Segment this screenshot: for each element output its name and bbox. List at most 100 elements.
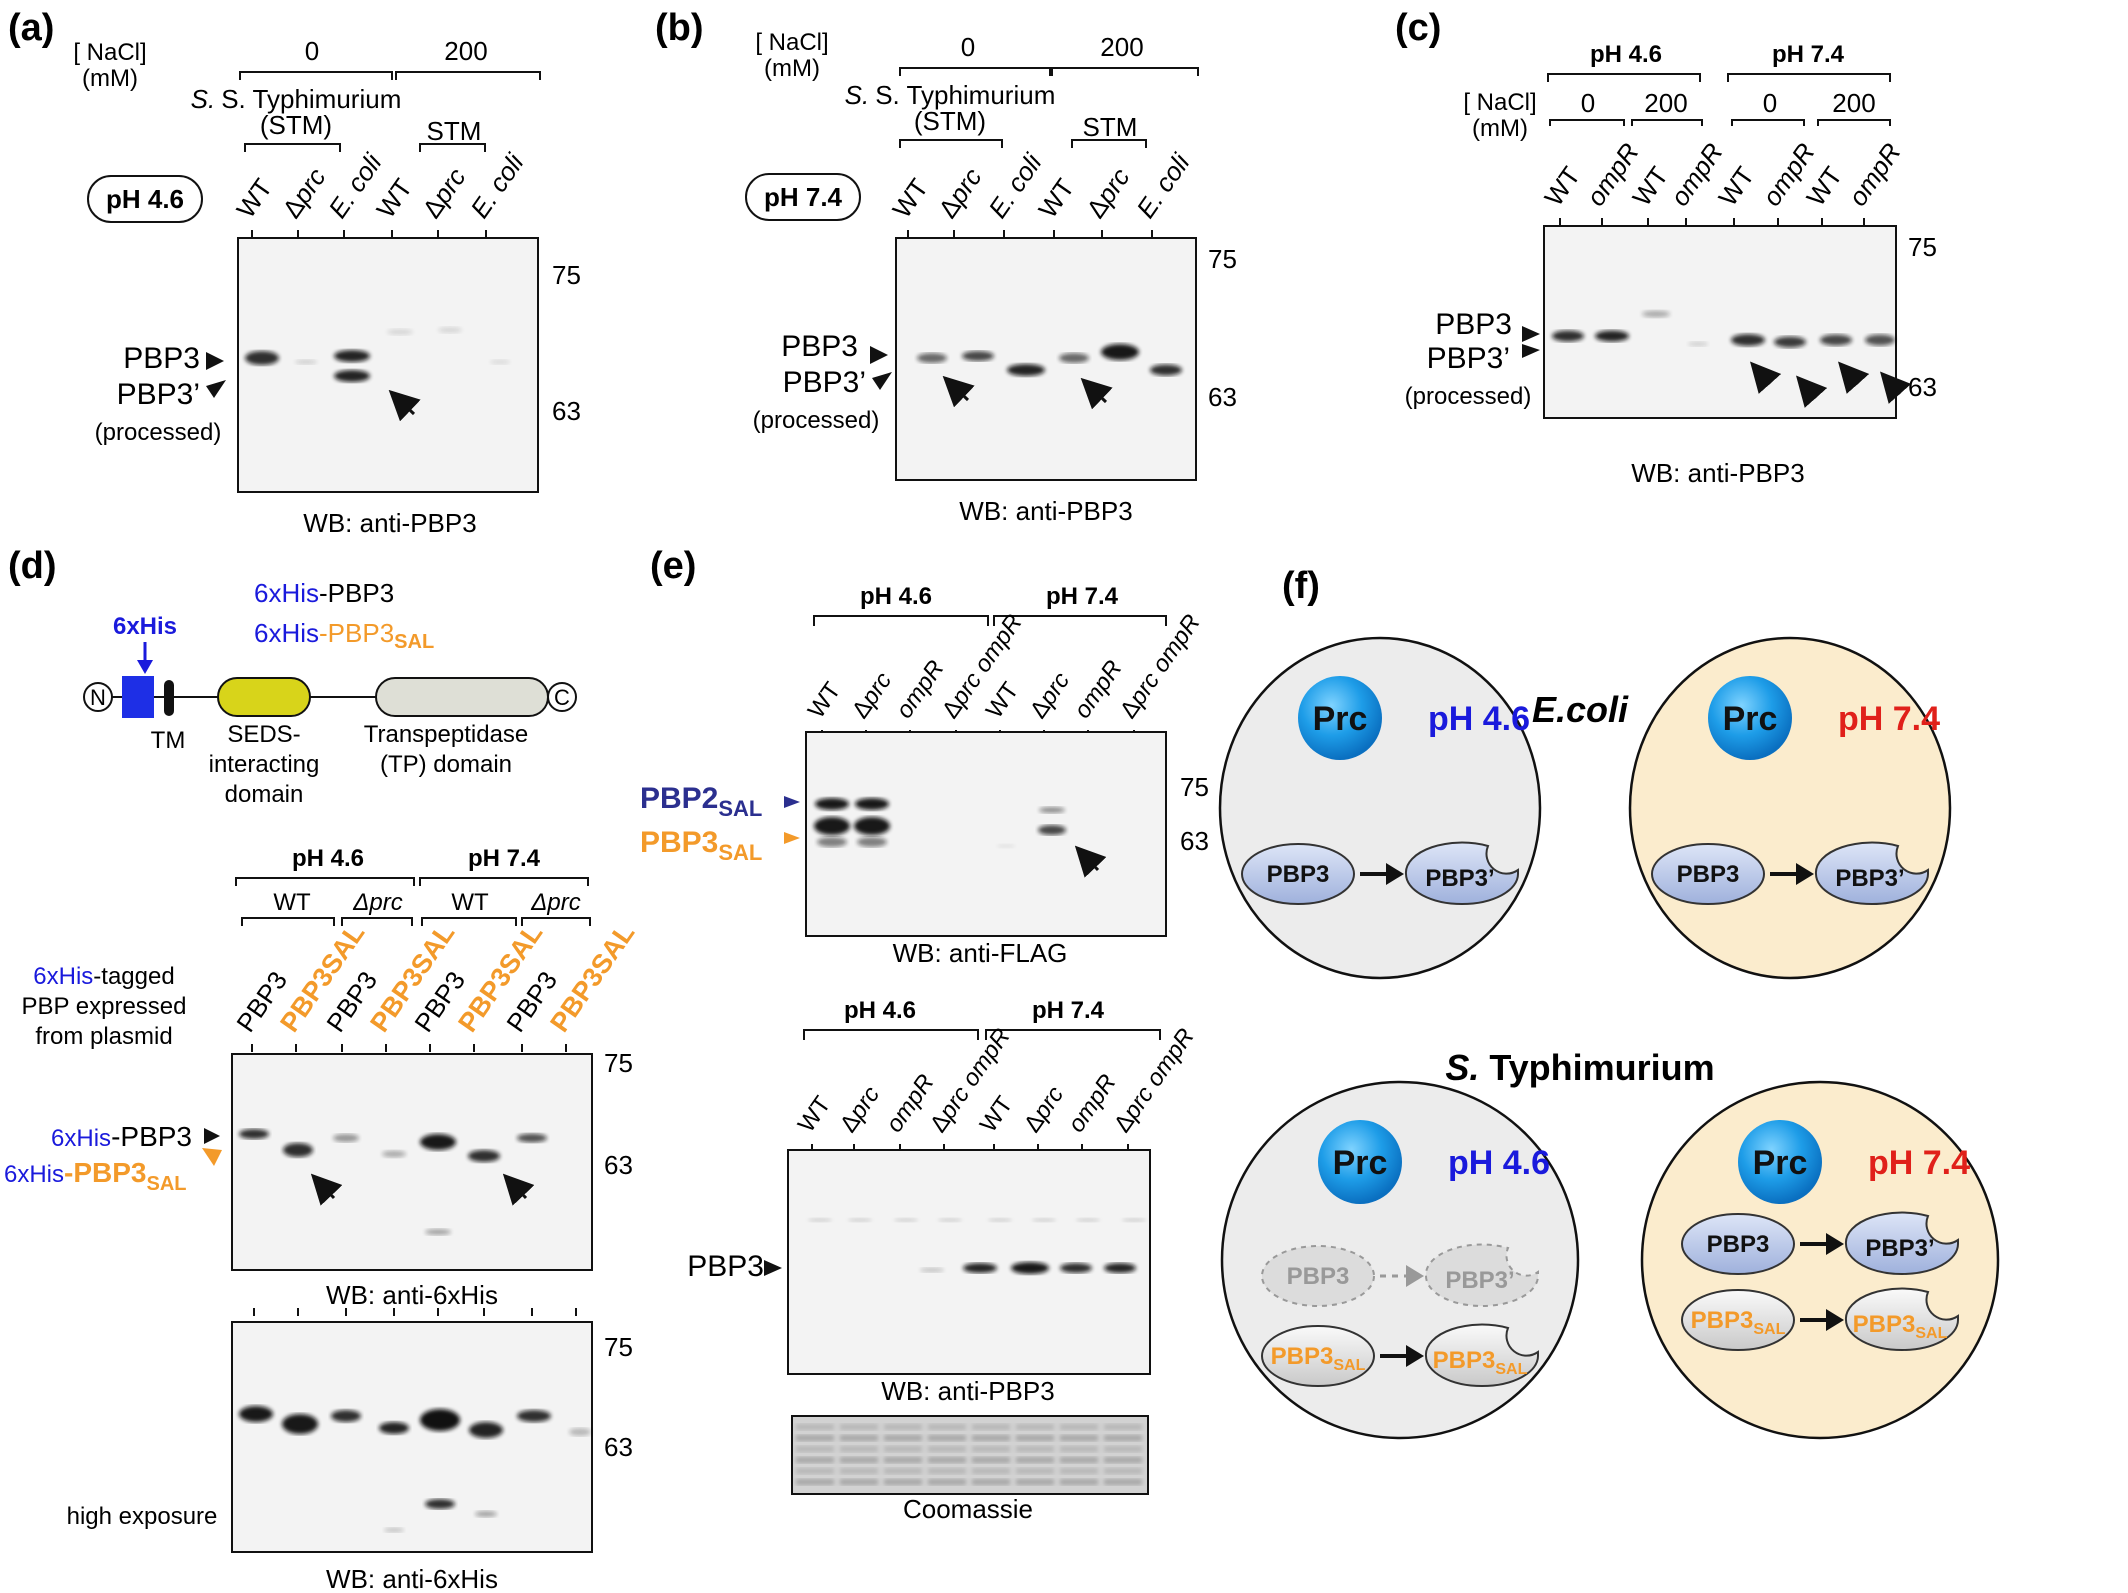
ph-left: pH 4.6 [292, 845, 364, 872]
coomassie-band [1060, 1424, 1098, 1430]
ph-label: pH 4.6 [1448, 1144, 1550, 1182]
blot-a-bands [245, 327, 510, 382]
protein-label: PBP3SAL [1853, 1311, 1948, 1342]
panel-f-label: (f) [1282, 565, 1320, 607]
nacl-unit: (mM) [82, 65, 138, 92]
band [420, 1134, 456, 1150]
band [855, 798, 889, 810]
wb-caption-2: WB: anti-PBP3 [881, 1376, 1054, 1406]
band [938, 1218, 962, 1222]
construct-1-name: -PBP3 [319, 578, 394, 608]
band [962, 351, 994, 361]
band [239, 1406, 273, 1422]
band [282, 1414, 318, 1434]
lane-label: ompR [1063, 1070, 1122, 1138]
ph-label: pH 7.4 [1838, 700, 1940, 738]
cleavage-arrow [1880, 371, 1912, 404]
lane-ticks [253, 1308, 577, 1316]
ph-right-2: pH 7.4 [1032, 997, 1105, 1024]
conc-value: 0 [1581, 88, 1595, 118]
band [425, 1499, 455, 1509]
nacl-label: [ NaCl] [1463, 89, 1536, 116]
blot-d2-bands [239, 1406, 591, 1533]
styph-title-genus: S. [1445, 1047, 1479, 1088]
pbp3sal-processed [1424, 1323, 1539, 1387]
band-label-pbp3-prime: PBP3’ [117, 378, 200, 411]
protein-label: PBP3SAL [1433, 1347, 1528, 1378]
band [331, 1410, 361, 1422]
marker-63: 63 [1208, 382, 1237, 412]
band [988, 1218, 1012, 1222]
lane-label: WT [803, 677, 847, 723]
prc-label: Prc [1723, 700, 1778, 738]
blot-e1 [805, 731, 1167, 937]
protein-name: PBP3’ [1865, 1235, 1934, 1262]
pbp3-protein [1241, 843, 1355, 905]
band-arrowheads [206, 352, 226, 398]
blot-b-bands [917, 344, 1182, 376]
lane-label: PBP3SAL [544, 918, 640, 1037]
protein-name: PBP3’ [1835, 865, 1904, 892]
cell-boundary [1628, 636, 1952, 980]
blot-a [237, 237, 539, 493]
gene: prc ompR [1117, 1024, 1199, 1126]
ph-badge-text: pH 7.4 [764, 182, 843, 212]
panel-d-label: (d) [8, 545, 57, 587]
coomassie-band [972, 1446, 1010, 1452]
coomassie-band [884, 1446, 922, 1452]
protein-sub: SAL [1495, 1361, 1527, 1378]
blot-e2 [787, 1149, 1151, 1375]
seds-label-3: domain [225, 781, 304, 808]
lane-label: WT [1712, 161, 1760, 211]
coomassie-band [928, 1479, 966, 1485]
blot-c-bands [1552, 310, 1895, 348]
band [1642, 310, 1670, 318]
band [1865, 334, 1895, 346]
expression-note-3: from plasmid [35, 1023, 172, 1050]
lane-label: E. coli [982, 147, 1048, 223]
lane-label: Δprc [276, 162, 331, 223]
band [295, 359, 317, 365]
blot-d2 [231, 1321, 593, 1553]
cleavage-arrow-2 [1080, 377, 1113, 410]
prc-protease [1708, 676, 1792, 760]
band [425, 1229, 451, 1235]
band [817, 837, 847, 847]
tm-label: TM [151, 727, 186, 754]
band [1820, 334, 1852, 346]
processed-note: (processed) [753, 407, 880, 434]
band [1032, 1218, 1056, 1222]
band [283, 1143, 313, 1157]
conc-brackets [239, 71, 541, 80]
protein-name: PBP3’ [1445, 1267, 1514, 1294]
expression-text: -tagged [93, 963, 174, 990]
band-arrowheads [870, 346, 892, 390]
band-label-pbp2sal: PBP2SAL [640, 782, 762, 821]
pbp3sal-protein [1681, 1289, 1795, 1351]
processing-arrowhead [1826, 1233, 1844, 1255]
coomassie-band [884, 1479, 922, 1485]
protein-name: PBP3 [1267, 861, 1330, 888]
panel-e-label: (e) [650, 545, 696, 587]
tp-domain [375, 677, 549, 717]
prc-label: Prc [1333, 1144, 1388, 1182]
protein-label: PBP3 [1267, 861, 1330, 888]
band [963, 1263, 997, 1273]
conc-value: 200 [1832, 88, 1875, 118]
band-1-tag: 6xHis [51, 1125, 111, 1152]
conc-value: 200 [1644, 88, 1687, 118]
band [420, 1409, 460, 1431]
wb-caption: WB: anti-PBP3 [303, 508, 476, 538]
lane-label: WT [230, 173, 278, 223]
protein-label: PBP3’ [1445, 1267, 1514, 1294]
wb-caption-1: WB: anti-FLAG [893, 938, 1068, 968]
pbp2-name: PBP2 [640, 782, 718, 815]
band [334, 350, 370, 362]
protein-name: PBP3 [1707, 1231, 1770, 1258]
panel-b: (b) [ NaCl] (mM) 0 200 S.S. Typhimurium … [655, 7, 1237, 526]
pbp3-protein [1261, 1245, 1375, 1307]
protein-sub: SAL [1333, 1357, 1365, 1374]
